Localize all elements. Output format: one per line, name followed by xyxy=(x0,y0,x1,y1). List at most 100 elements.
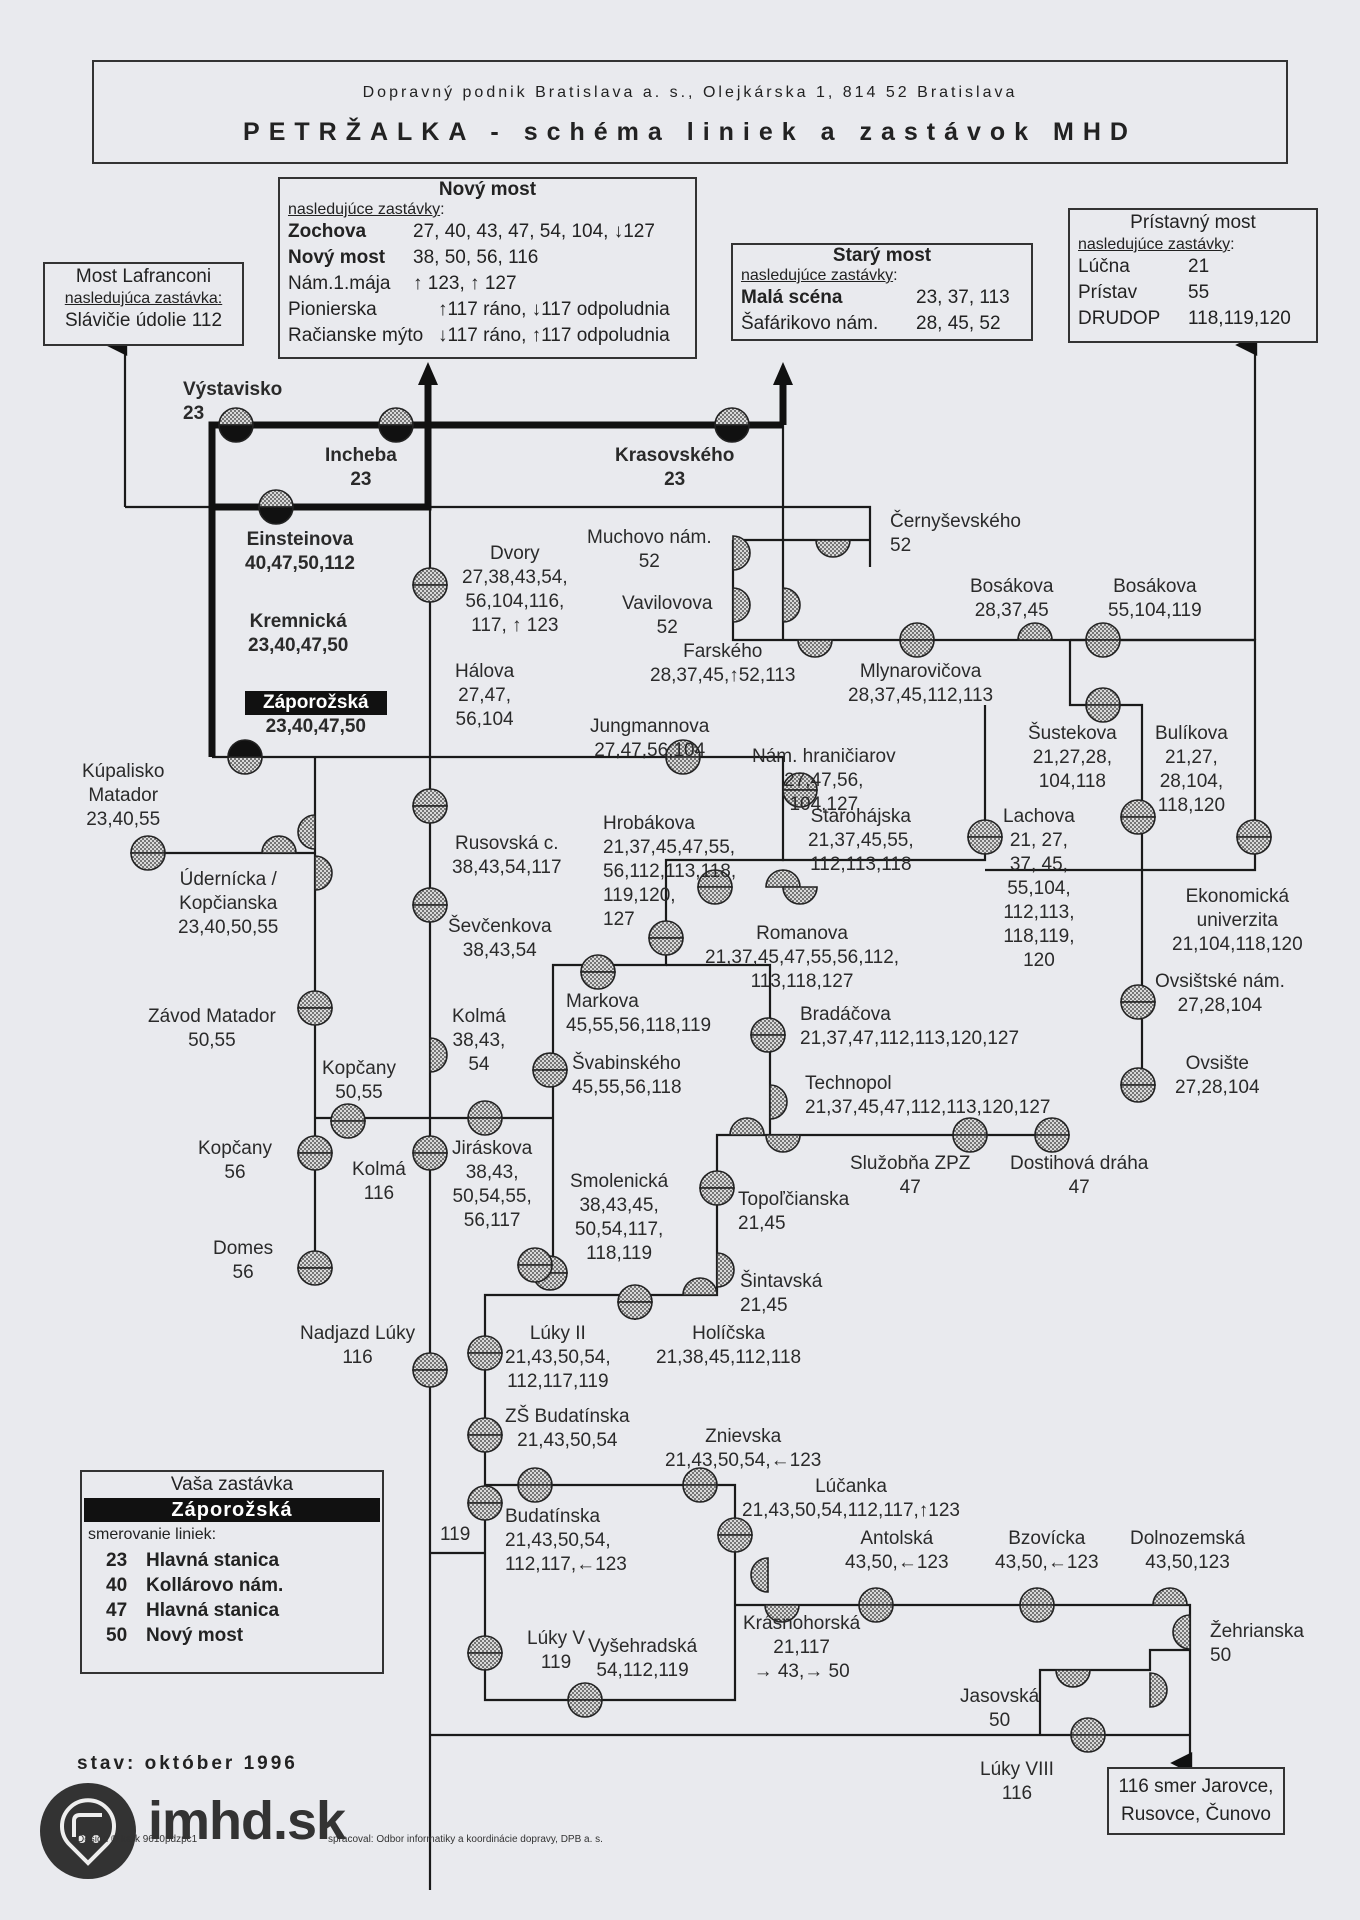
stop-label-rusovska[interactable]: Rusovská c.38,43,54,117 xyxy=(452,832,562,880)
stop-marker[interactable] xyxy=(769,1084,788,1120)
stop-marker[interactable] xyxy=(1120,799,1156,835)
stop-marker[interactable] xyxy=(952,1117,988,1153)
stop-marker[interactable] xyxy=(429,1037,448,1073)
stop-marker[interactable] xyxy=(682,1277,718,1296)
stop-marker[interactable] xyxy=(378,407,414,443)
stop-marker[interactable] xyxy=(412,887,448,923)
stop-marker[interactable] xyxy=(467,1635,503,1671)
stop-marker[interactable] xyxy=(765,1134,801,1153)
stop-marker[interactable] xyxy=(330,1103,366,1139)
stop-marker[interactable] xyxy=(297,1250,333,1286)
stop-marker[interactable] xyxy=(782,587,801,623)
stop-marker[interactable] xyxy=(665,739,701,775)
stop-marker[interactable] xyxy=(467,1100,503,1136)
stop-marker[interactable] xyxy=(1034,1117,1070,1153)
stop-marker[interactable] xyxy=(750,1017,786,1053)
stop-marker[interactable] xyxy=(467,1335,503,1371)
stop-marker[interactable] xyxy=(1236,819,1272,855)
stop-marker[interactable] xyxy=(1055,1669,1091,1688)
stop-marker[interactable] xyxy=(717,1517,753,1553)
stop-marker[interactable] xyxy=(1017,622,1053,641)
stop-marker[interactable] xyxy=(732,587,751,623)
stop-marker[interactable] xyxy=(218,407,254,443)
stop-marker[interactable] xyxy=(227,739,263,775)
stop-marker[interactable] xyxy=(764,1604,800,1623)
stop-marker[interactable] xyxy=(412,788,448,824)
stop-marker[interactable] xyxy=(714,407,750,443)
stop-marker[interactable] xyxy=(467,1417,503,1453)
stop-marker[interactable] xyxy=(617,1284,653,1320)
stop-marker[interactable] xyxy=(797,639,833,658)
stop-marker[interactable] xyxy=(314,855,333,891)
stop-marker[interactable] xyxy=(412,1135,448,1171)
stop-marker[interactable] xyxy=(130,835,166,871)
stop-label-muchovo[interactable]: Muchovo nám.52 xyxy=(587,526,712,574)
stop-marker[interactable] xyxy=(1120,1067,1156,1103)
stop-marker[interactable] xyxy=(699,1170,735,1206)
stop-marker[interactable] xyxy=(716,1252,735,1288)
stop-marker[interactable] xyxy=(782,886,818,905)
stop-marker[interactable] xyxy=(1120,984,1156,1020)
stop-label-ovsistske[interactable]: Ovsištské nám.27,28,104 xyxy=(1155,970,1285,1018)
stop-marker[interactable] xyxy=(697,869,733,905)
stop-marker[interactable] xyxy=(858,1587,894,1623)
stop-marker[interactable] xyxy=(815,539,851,558)
stop-marker[interactable] xyxy=(532,1052,568,1088)
stop-marker[interactable] xyxy=(1085,687,1121,723)
stop-marker[interactable] xyxy=(258,489,294,525)
stop-marker[interactable] xyxy=(297,990,333,1026)
imhd-logo-text[interactable]: imhd.sk xyxy=(148,1791,346,1851)
stop-marker[interactable] xyxy=(648,920,684,956)
stop-marker[interactable] xyxy=(1085,622,1121,658)
stop-marker[interactable] xyxy=(297,1135,333,1171)
stop-marker[interactable] xyxy=(261,835,297,854)
stop-marker[interactable] xyxy=(682,1467,718,1503)
stop-marker[interactable] xyxy=(517,1247,553,1283)
